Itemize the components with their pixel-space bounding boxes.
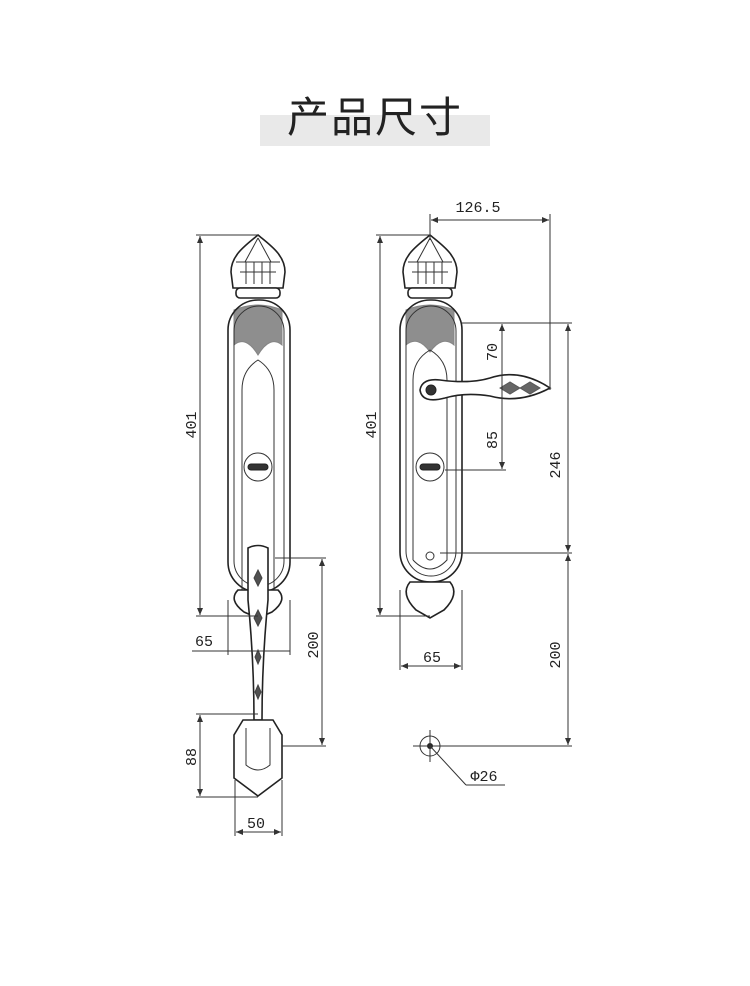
- right-plate-width-label: 65: [423, 650, 441, 667]
- left-cylinder-icon: [243, 452, 273, 482]
- hole-diameter-label: Φ26: [470, 769, 497, 786]
- lower-spacing-label: 200: [548, 641, 565, 668]
- left-pull-handle: [247, 544, 269, 721]
- lever-to-cylinder-label: 85: [485, 431, 502, 449]
- left-grip-width-label: 50: [247, 816, 265, 833]
- left-plate-width-label: 65: [195, 634, 213, 651]
- left-grip-bottom: [233, 719, 283, 797]
- top-to-lower-label: 246: [548, 451, 565, 478]
- right-bottom-finial: [405, 581, 455, 619]
- page-title: 产品尺寸: [286, 93, 463, 142]
- left-grip-height-label: 88: [184, 748, 201, 766]
- lever-reach-label: 126.5: [455, 200, 500, 217]
- right-lock-front-view: [399, 233, 552, 619]
- right-cylinder-icon: [415, 452, 445, 482]
- title-background-bar: [260, 115, 490, 146]
- right-dimensions: 126.5 401 70 85 246 200 65 Φ26: [364, 200, 572, 786]
- left-dimensions: 401 65 200 88 50: [184, 234, 326, 836]
- right-height-label: 401: [364, 411, 381, 438]
- left-lock-front-view: [227, 233, 291, 797]
- left-handle-length-label: 200: [306, 631, 323, 658]
- left-height-label: 401: [184, 411, 201, 438]
- lever-to-top-label: 70: [485, 343, 502, 361]
